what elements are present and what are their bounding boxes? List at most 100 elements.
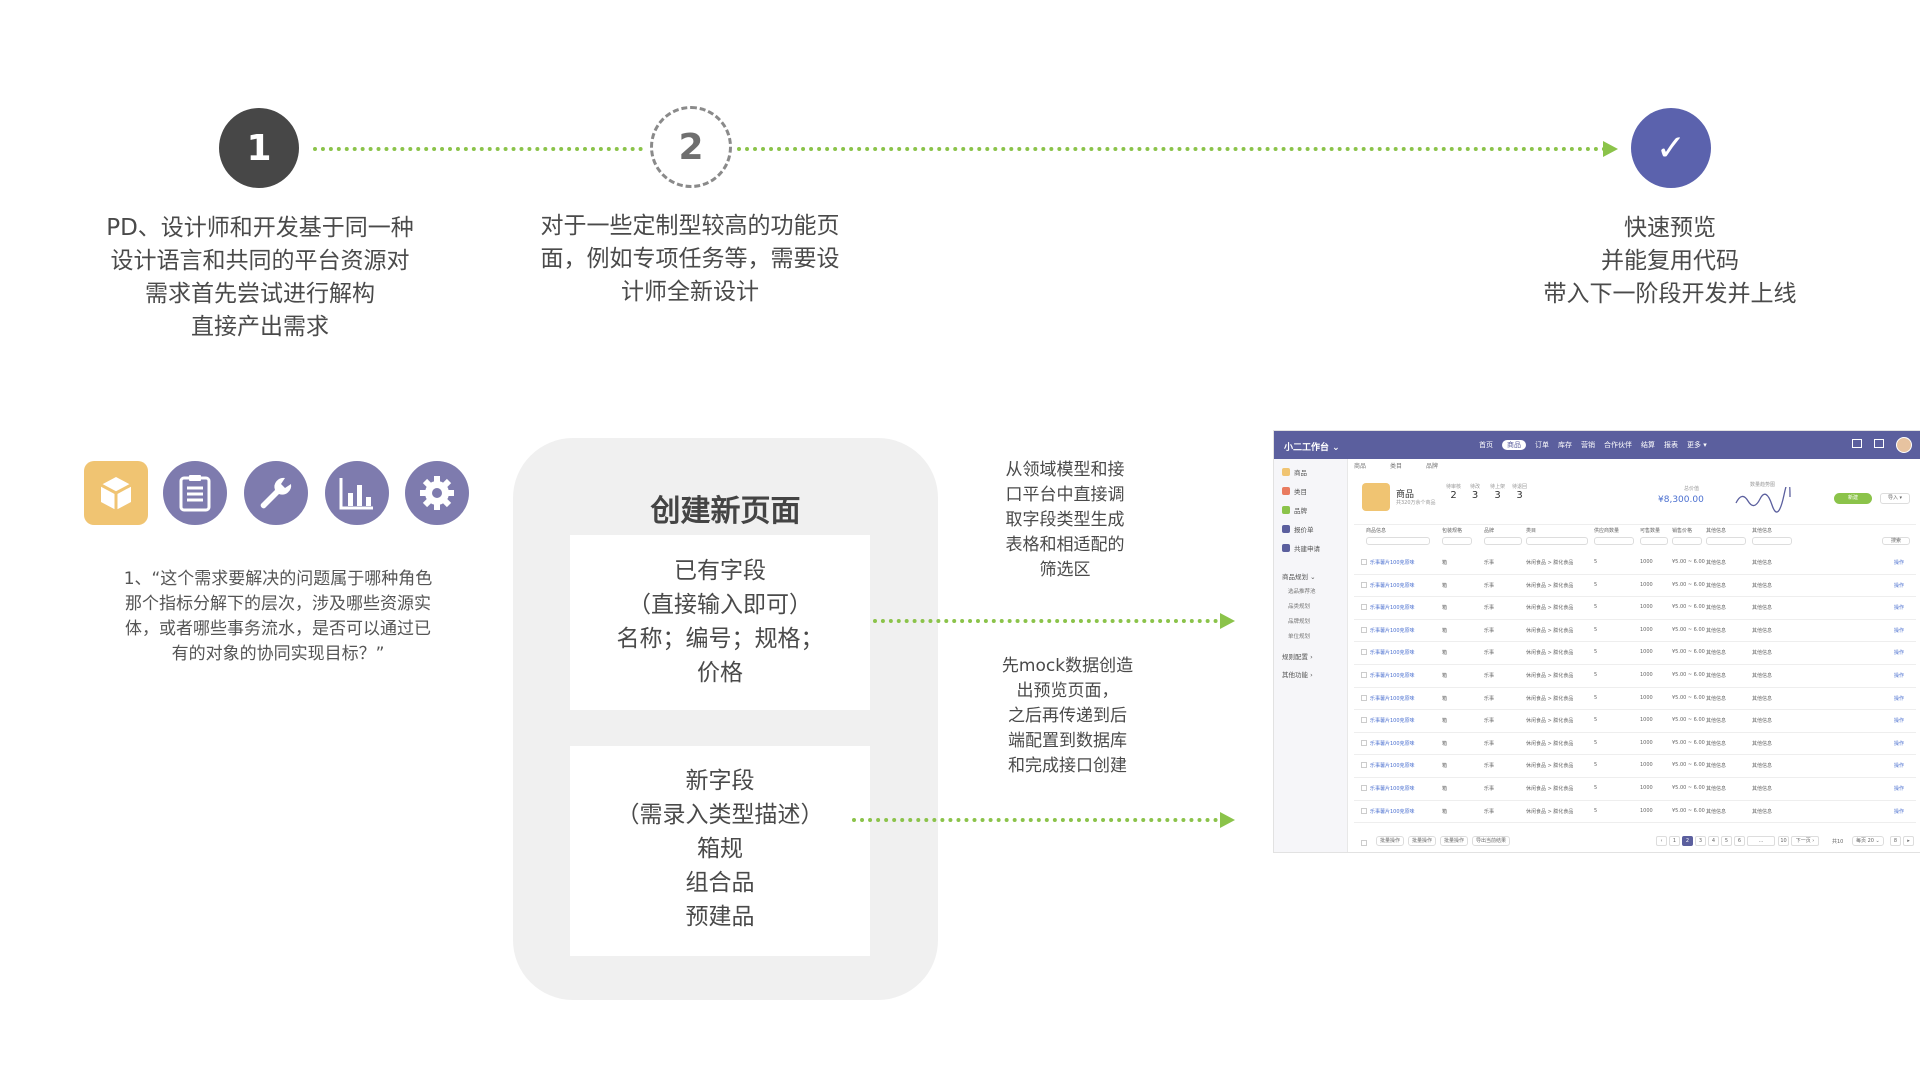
note-field-generation: 从领域模型和接口平台中直接调取字段类型生成 表格和相适配的筛选区 <box>1005 460 1125 580</box>
row-checkbox[interactable] <box>1361 739 1367 746</box>
import-button[interactable]: 导入 ▾ <box>1880 493 1910 504</box>
row-checkbox[interactable] <box>1361 717 1367 724</box>
filter-input[interactable] <box>1706 537 1746 545</box>
pagination-item[interactable]: 下一页 › <box>1791 836 1819 846</box>
row-checkbox[interactable] <box>1361 559 1367 565</box>
pagination-item[interactable]: 2 <box>1682 836 1693 846</box>
pagination-item[interactable]: 5 <box>1721 836 1732 846</box>
select-all-checkbox[interactable] <box>1361 840 1367 846</box>
nav-item[interactable]: 更多 ▾ <box>1687 441 1707 449</box>
pagination-item[interactable]: ... <box>1747 836 1775 846</box>
table-cell: 1000 <box>1640 717 1653 724</box>
row-checkbox[interactable] <box>1361 626 1367 633</box>
nav-item[interactable]: 订单 <box>1535 441 1549 449</box>
bulk-action-button[interactable]: 批量操作 <box>1376 836 1405 846</box>
goods-name-link[interactable]: 乐事薯片100克原味 <box>1370 605 1415 612</box>
sidebar-item[interactable]: 类目 <box>1282 486 1307 496</box>
goods-name-link[interactable]: 乐事薯片100克原味 <box>1370 695 1415 702</box>
row-checkbox[interactable] <box>1361 694 1367 701</box>
sidebar-item[interactable]: 报价单 <box>1282 524 1314 534</box>
tab-goods[interactable]: 商品 <box>1354 463 1367 470</box>
search-button[interactable]: 搜索 <box>1882 537 1910 545</box>
goods-name-link[interactable]: 乐事薯片100克原味 <box>1370 627 1415 634</box>
goods-name-link[interactable]: 乐事薯片100克原味 <box>1370 718 1415 725</box>
nav-item[interactable]: 报表 <box>1664 441 1678 449</box>
sidebar-item[interactable]: 商品 <box>1282 467 1307 477</box>
goods-name-link[interactable]: 乐事薯片100克原味 <box>1370 672 1415 679</box>
tab-brand[interactable]: 品牌 <box>1426 463 1439 470</box>
filter-input[interactable] <box>1484 537 1522 545</box>
pagination-item[interactable]: 3 <box>1695 836 1706 846</box>
filter-input[interactable] <box>1752 537 1792 545</box>
page-size-select[interactable]: 每页 20 ⌄ <box>1852 836 1884 846</box>
row-action-link[interactable]: 操作 <box>1894 672 1905 679</box>
row-checkbox[interactable] <box>1361 649 1367 656</box>
pagination-item[interactable]: 6 <box>1734 836 1745 846</box>
pagination-item[interactable]: ‹ <box>1656 836 1667 846</box>
pagination-item[interactable]: 4 <box>1708 836 1719 846</box>
nav-item[interactable]: 合作伙伴 <box>1604 441 1632 449</box>
row-action-link[interactable]: 操作 <box>1894 627 1905 634</box>
goods-name-link[interactable]: 乐事薯片100克原味 <box>1370 808 1415 815</box>
row-action-link[interactable]: 操作 <box>1894 763 1905 770</box>
row-checkbox[interactable] <box>1361 671 1367 678</box>
goods-name-link[interactable]: 乐事薯片100克原味 <box>1370 785 1415 792</box>
sidebar-subitem[interactable]: 品类规划 <box>1288 604 1311 610</box>
goods-name-link[interactable]: 乐事薯片100克原味 <box>1370 650 1415 657</box>
pagination-item[interactable]: 10 <box>1778 836 1789 846</box>
row-action-link[interactable]: 操作 <box>1894 650 1905 657</box>
filter-label: 可售数量 <box>1640 528 1661 534</box>
nav-item[interactable]: 库存 <box>1558 441 1572 449</box>
row-checkbox[interactable] <box>1361 807 1367 814</box>
filter-input[interactable] <box>1366 537 1430 545</box>
filter-input[interactable] <box>1526 537 1588 545</box>
page-total: 共10 <box>1832 839 1844 845</box>
row-action-link[interactable]: 操作 <box>1894 740 1905 747</box>
row-action-link[interactable]: 操作 <box>1894 605 1905 612</box>
row-action-link[interactable]: 操作 <box>1894 582 1905 589</box>
table-cell: 其他信息 <box>1706 650 1727 657</box>
sidebar-subitem[interactable]: 单位规划 <box>1288 634 1311 640</box>
row-action-link[interactable]: 操作 <box>1894 718 1905 725</box>
row-action-link[interactable]: 操作 <box>1894 560 1905 566</box>
row-checkbox[interactable] <box>1361 581 1367 588</box>
row-checkbox[interactable] <box>1361 762 1367 769</box>
nav-item[interactable]: 结算 <box>1641 441 1655 449</box>
message-icon[interactable] <box>1852 439 1862 448</box>
page-jump-input[interactable]: 8 <box>1890 836 1901 846</box>
filter-input[interactable] <box>1594 537 1634 545</box>
row-action-link[interactable]: 操作 <box>1894 695 1905 702</box>
goods-name-link[interactable]: 乐事薯片100克原味 <box>1370 740 1415 747</box>
bulk-action-button[interactable]: 批量操作 <box>1408 836 1437 846</box>
row-action-link[interactable]: 操作 <box>1894 808 1905 815</box>
sidebar-group[interactable]: 其他功能 › <box>1282 671 1313 679</box>
avatar[interactable] <box>1896 437 1912 453</box>
bulk-action-button[interactable]: 批量操作 <box>1440 836 1469 846</box>
pagination-item[interactable]: 1 <box>1669 836 1680 846</box>
goods-name-link[interactable]: 乐事薯片100克原味 <box>1370 763 1415 770</box>
tab-category[interactable]: 类目 <box>1390 463 1403 470</box>
filter-input[interactable] <box>1442 537 1472 545</box>
bulk-action-button[interactable]: 导出当前结果 <box>1472 836 1511 846</box>
sidebar-item[interactable]: 共建申请 <box>1282 543 1320 553</box>
filter-input[interactable] <box>1672 537 1702 545</box>
filter-input[interactable] <box>1640 537 1668 545</box>
app-brand[interactable]: 小二工作台 ⌄ <box>1284 443 1340 453</box>
sidebar-subitem[interactable]: 选品推荐池 <box>1288 589 1316 595</box>
row-action-link[interactable]: 操作 <box>1894 785 1905 792</box>
notification-icon[interactable] <box>1874 439 1884 448</box>
nav-item[interactable]: 商品 <box>1502 440 1526 450</box>
sidebar-group[interactable]: 商品规划 ⌄ <box>1282 573 1316 581</box>
goods-name-link[interactable]: 乐事薯片100克原味 <box>1370 582 1415 589</box>
nav-item[interactable]: 营销 <box>1581 441 1595 449</box>
row-checkbox[interactable] <box>1361 784 1367 791</box>
sidebar-subitem[interactable]: 品牌规划 <box>1288 619 1311 625</box>
nav-item[interactable]: 首页 <box>1479 441 1493 449</box>
new-button[interactable]: 新建 <box>1834 493 1872 504</box>
table-cell: 1000 <box>1640 762 1653 769</box>
sidebar-item[interactable]: 品牌 <box>1282 505 1307 515</box>
page-go-button[interactable]: ▸ <box>1903 836 1914 846</box>
goods-name-link[interactable]: 乐事薯片100克原味 <box>1370 560 1415 566</box>
sidebar-group[interactable]: 规则配置 › <box>1282 653 1313 661</box>
row-checkbox[interactable] <box>1361 604 1367 611</box>
